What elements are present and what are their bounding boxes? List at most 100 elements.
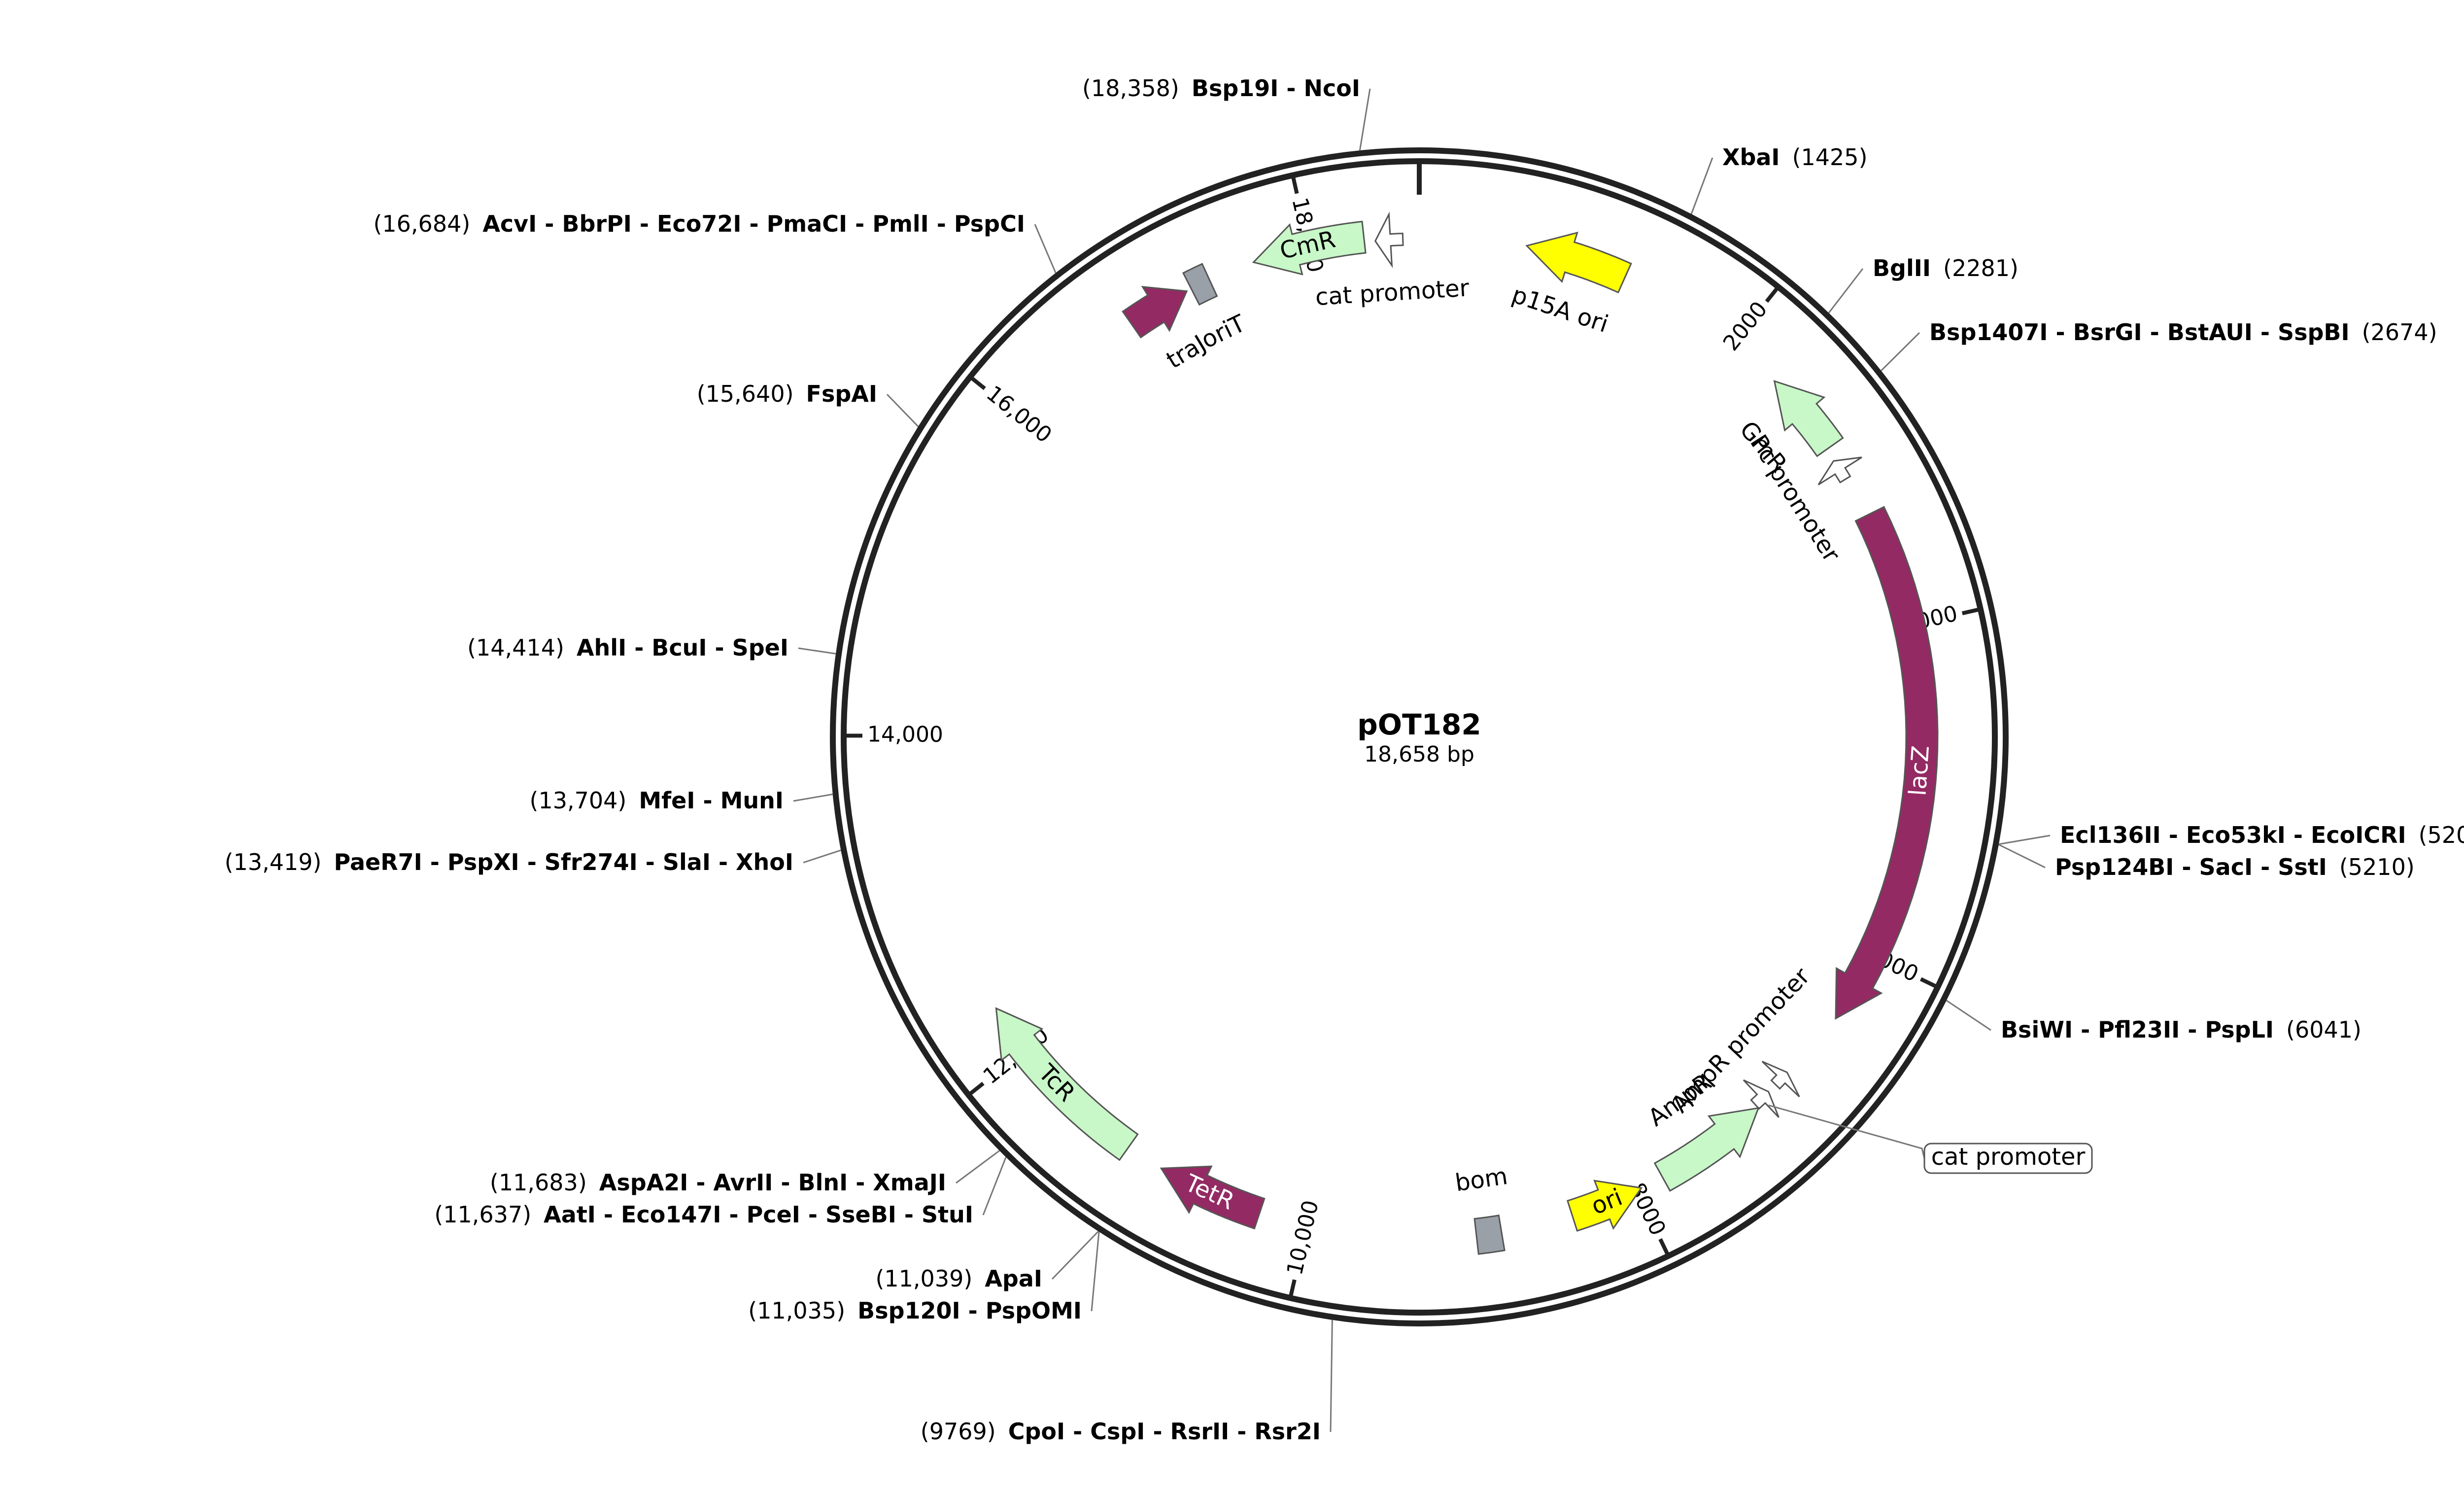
site-leader [1946,1000,1991,1031]
plasmid-name: pOT182 [1357,708,1481,741]
feature-tcr [995,1007,1139,1161]
feature-ori [1567,1180,1643,1232]
site-position: (5208) [2419,822,2464,848]
tick-mark [1288,1279,1297,1299]
site-names: Bsp19I - NcoI [1192,75,1360,102]
site-leader [798,647,836,655]
feature-label: lacZ [1904,745,1935,797]
site-leader [1881,332,1920,372]
site-names: AcvI - BbrPI - Eco72I - PmaCI - PmlI - P… [482,210,1025,237]
site-aati: AatI - Eco147I - PceI - SseBI - StuI(11,… [434,1157,1007,1228]
feature-gmr [1773,380,1844,457]
feature-cat-promoter [1374,211,1404,268]
feature-label: Pc promoter [1745,430,1846,567]
site-ahli: AhlI - BcuI - SpeI (14,414) [467,634,836,661]
site-position: (2674) [2362,319,2437,346]
site-cpoi: CpoI - CspI - RsrII - Rsr2I(9769) [921,1320,1333,1445]
site-position: (18,358) [1082,75,1179,102]
site-position: (11,035) [748,1297,845,1324]
feature-ampr [1653,1107,1760,1192]
site-leader [1330,1320,1333,1432]
site-leader [1690,157,1713,214]
site-psp124bi: Psp124BI - SacI - SstI (5210) [1998,844,2415,880]
feature-label: cat promoter [1314,274,1470,311]
feature-lacz [1835,506,1939,1020]
site-position: (1425) [1792,144,1868,171]
site-bsp120i: Bsp120I - PspOMI (11,035) [748,1231,1100,1324]
site-leader [1998,844,2046,869]
feature-cmr [1252,220,1367,276]
feature-leader [1768,1104,1925,1159]
site-mfei: MfeI - MunI(13,704) [530,787,833,814]
feature-bom [1473,1214,1506,1255]
site-xbai: XbaI (1425) [1690,144,1868,214]
tick-label: 16,000 [982,381,1057,448]
site-position: (13,704) [530,787,627,814]
site-leader [1828,268,1864,313]
site-leader [1359,88,1371,151]
site-leader [956,1150,1000,1184]
site-position: (13,419) [225,849,322,875]
site-position: (16,684) [373,210,470,237]
feature-label-box [1923,1143,2093,1174]
plasmid-center-label: pOT182 18,658 bp [1357,708,1481,767]
site-position: (5210) [2339,854,2415,880]
site-leader [1034,224,1057,274]
site-bglii: BglII(2281) [1828,255,2019,313]
tick-mark [1291,174,1299,194]
site-fspai: FspAI (15,640) [697,381,919,427]
site-bsp1407i: Bsp1407I - BsrGI - BstAUI - SspBI (2674) [1881,319,2437,372]
site-position: (11,637) [434,1201,531,1228]
site-leader [793,793,833,802]
feature-traj [1122,286,1188,339]
site-names: XbaI [1722,144,1780,171]
tick-mark [1765,285,1780,303]
feature-cat-promoter [1743,1079,1780,1118]
site-position: (11,039) [875,1265,972,1292]
site-leader [1091,1231,1100,1312]
site-ecl136ii: Ecl136II - Eco53kI - EcoICRI(5208) [1998,822,2464,848]
site-leader [982,1157,1007,1216]
site-names: PaeR7I - PspXI - Sfr274I - SlaI - XhoI [334,849,794,875]
feature-orit [1182,263,1218,306]
tick-mark [967,1081,985,1097]
feature-p15a-ori [1525,231,1632,294]
site-position: (14,414) [467,634,564,661]
site-bsp19i: Bsp19I - NcoI (18,358) [1082,75,1371,151]
site-names: BglII [1873,255,1931,281]
tick-label: 10,000 [1282,1198,1324,1277]
site-leader [803,849,841,864]
site-names: BsiWI - Pfl23II - PspLI [2001,1016,2274,1043]
tick-mark [1961,607,1981,616]
feature-label: AmpR [1643,1068,1716,1132]
feature-ampr-promoter [1761,1061,1800,1098]
site-leader [1051,1231,1099,1280]
site-position: (11,683) [490,1169,587,1196]
site-position: (15,640) [697,381,794,407]
feature-label: bom [1453,1162,1509,1197]
site-acvi: AcvI - BbrPI - Eco72I - PmaCI - PmlI - P… [373,210,1057,274]
feature-label: cat promoter [1931,1143,2086,1171]
site-names: Bsp120I - PspOMI [857,1297,1082,1324]
backbone-outer-ring [830,147,2009,1326]
restriction-sites: Bsp19I - NcoI (18,358) AcvI - BbrPI - Eco7… [225,75,2464,1445]
feature-pc-promoter [1817,456,1862,486]
tick-mark [969,375,986,390]
site-position: (9769) [921,1418,996,1445]
tick-label: 2000 [1718,297,1773,355]
site-names: ApaI [985,1265,1042,1292]
site-paer7i: PaeR7I - PspXI - Sfr274I - SlaI - XhoI (1… [225,849,841,875]
site-position: (6041) [2286,1016,2361,1043]
site-names: Bsp1407I - BsrGI - BstAUI - SspBI [1929,319,2350,346]
site-leader [886,393,919,427]
site-apai: ApaI (11,039) [875,1231,1099,1292]
site-aspa2i: AspA2I - AvrII - BlnI - XmaJI(11,683) [490,1150,1000,1196]
site-leader [1998,834,2051,845]
site-names: AhlI - BcuI - SpeI [577,634,788,661]
tick-label: 14,000 [867,722,943,747]
site-names: Psp124BI - SacI - SstI [2055,854,2327,880]
site-bsiwi: BsiWI - Pfl23II - PspLI (6041) [1946,1000,2361,1043]
site-names: FspAI [806,381,877,407]
